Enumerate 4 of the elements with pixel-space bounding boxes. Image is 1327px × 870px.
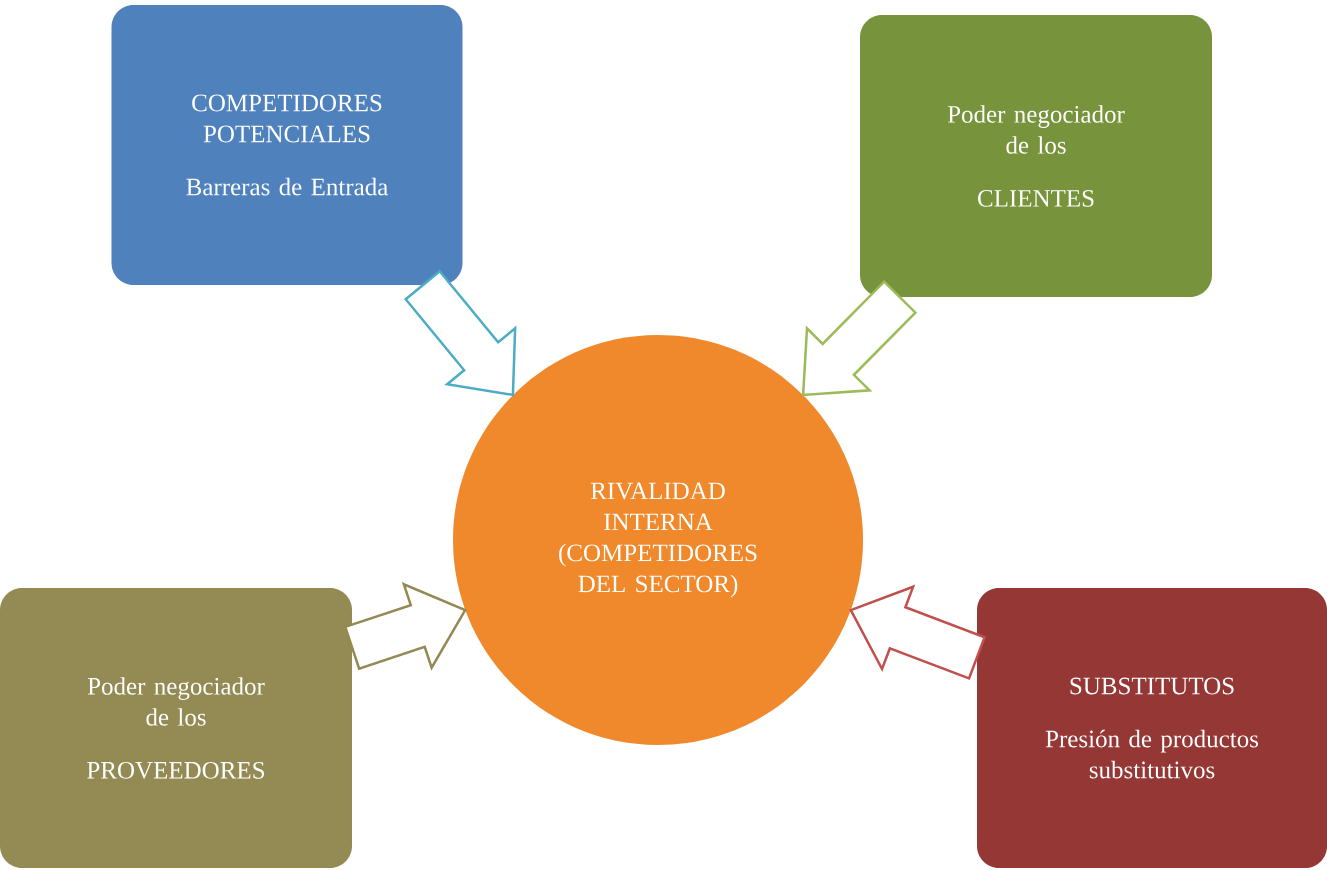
force-box: Poder negociador de los CLIENTES (860, 15, 1212, 297)
force-box: SUBSTITUTOS Presión de productos substitutivos (977, 588, 1327, 868)
force-box: COMPETIDORES POTENCIALES Barreras de Entrada (111, 5, 463, 285)
force-box: Poder negociador de los PROVEEDORES (0, 588, 352, 868)
